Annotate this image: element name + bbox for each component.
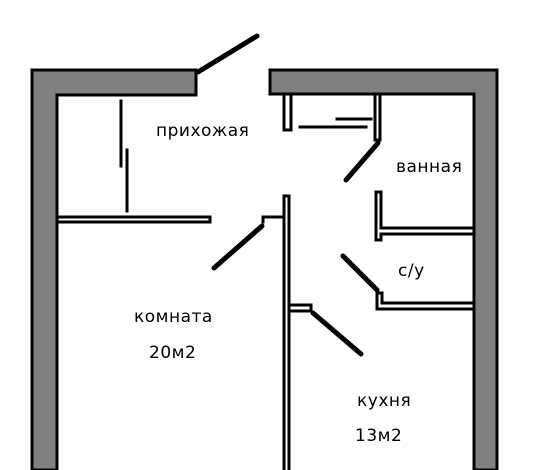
room-door [211, 223, 265, 271]
label-toilet: с/у [398, 261, 425, 281]
label-kitchen: кухня [357, 391, 411, 411]
label-room: комната [134, 307, 213, 327]
wall-stub-room [261, 215, 286, 224]
label-kitchen-area: 13м2 [355, 426, 402, 446]
label-hallway: прихожая [156, 121, 249, 141]
wall-hall-upper [282, 92, 293, 132]
entrance-door [195, 33, 260, 75]
wall-room-kitchen [282, 194, 291, 470]
label-room-area: 20м2 [149, 343, 196, 363]
outer-wall-left [30, 68, 198, 470]
label-bathroom: ванная [396, 157, 462, 177]
wall-toilet-bottom [375, 291, 476, 311]
bathroom-door [343, 140, 381, 183]
toilet-door [340, 253, 380, 293]
wall-bathroom-left [373, 92, 382, 142]
wall-bath-toilet [374, 190, 476, 242]
wall-hall-room [55, 215, 212, 224]
wall-stub-kitchen [287, 303, 313, 313]
kitchen-door [310, 310, 364, 357]
outer-wall-right [268, 68, 499, 470]
